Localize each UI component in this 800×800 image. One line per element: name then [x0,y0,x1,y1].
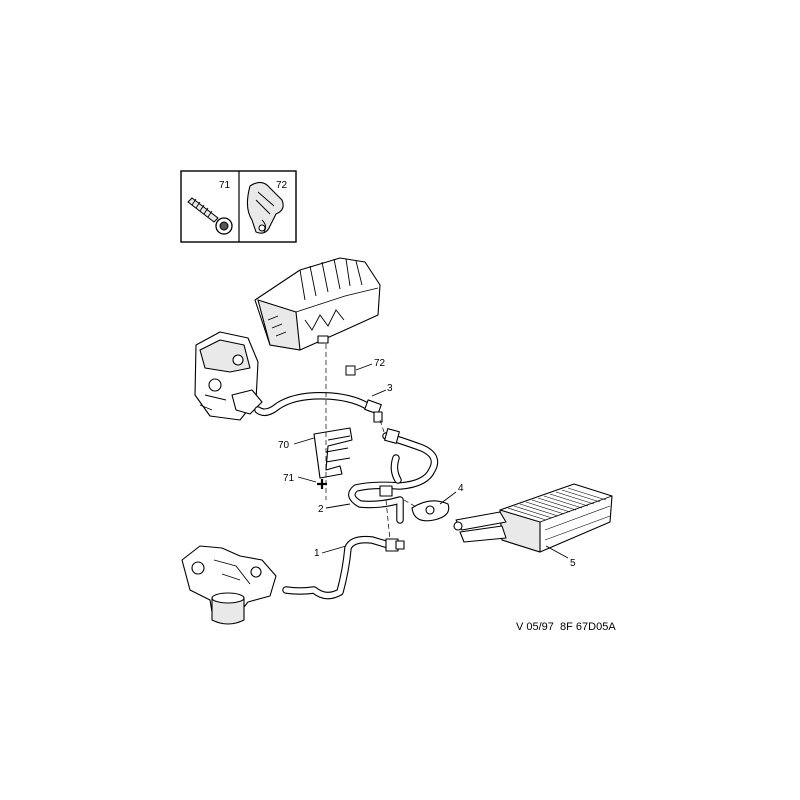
heater-matrix-5 [453,483,613,553]
callout-label-72: 72 [374,358,386,369]
callout-4: 4 [439,483,464,505]
gasket-4 [411,500,450,522]
callout-label-71: 71 [283,473,295,484]
callout-label-70: 70 [278,440,290,451]
inset-label-72: 72 [276,180,288,191]
callout-label-4: 4 [458,483,464,494]
hose-1 [282,535,405,600]
callout-71: 71 [283,473,317,484]
bracket-70 [313,427,353,479]
callout-label-3: 3 [387,383,393,394]
screw-icon [187,197,233,235]
assembly-lines [325,344,419,541]
callout-label-1: 1 [314,548,320,559]
callout-label-2: 2 [318,504,324,515]
callout-70: 70 [278,437,315,451]
inset-box: 71 72 [180,170,297,243]
callout-3: 3 [371,383,393,397]
callout-5: 5 [545,545,576,569]
hose-2 [348,428,439,524]
water-outlet-housing [181,545,277,625]
clip-icon [246,181,284,234]
heater-housing [254,257,381,351]
thermostat-housing [194,331,263,421]
inset-label-71: 71 [219,180,231,191]
callout-72: 72 [345,358,386,376]
matrix-fins [507,487,611,541]
callout-2: 2 [318,503,351,515]
callout-label-5: 5 [570,558,576,569]
hose-3 [254,391,383,423]
reference-code: V 05/97 8F 67D05A [516,621,616,633]
screw-71 [317,479,327,489]
callout-1: 1 [314,545,347,559]
